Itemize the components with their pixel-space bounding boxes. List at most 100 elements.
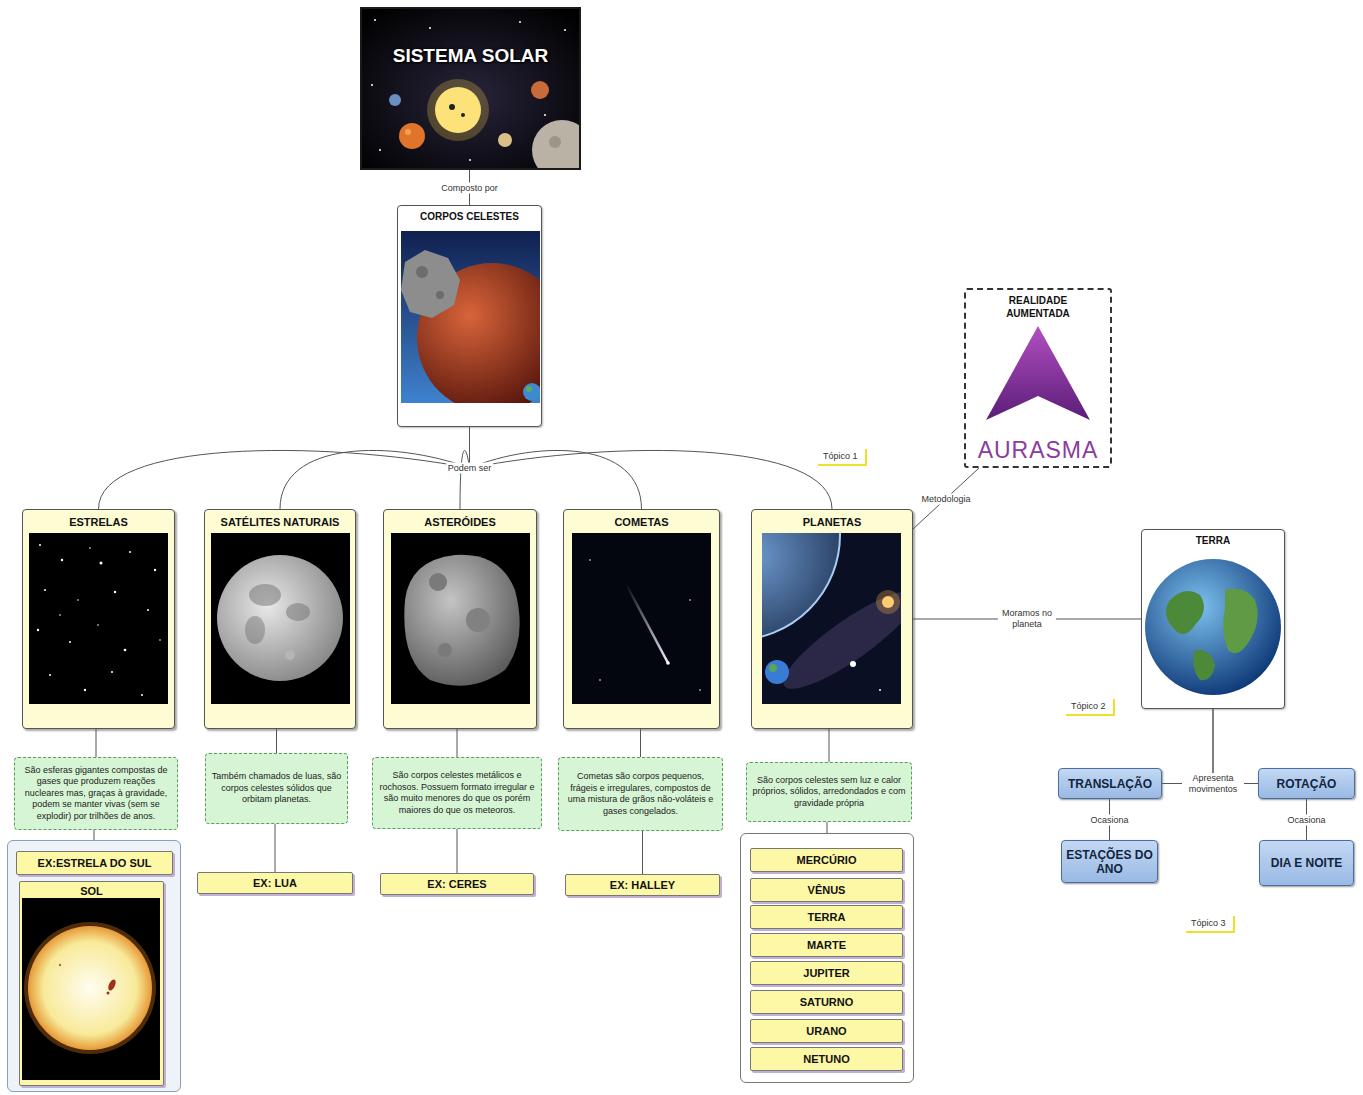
connector (470, 427, 642, 509)
comet-picture (572, 533, 711, 704)
connector-label: Metodologia (919, 493, 972, 504)
connector (642, 831, 643, 874)
description-text: São corpos celestes metálicos e rochosos… (378, 770, 536, 816)
solar-system-picture (549, 136, 561, 148)
connector (94, 830, 95, 840)
connector (276, 729, 277, 753)
sun-picture (24, 922, 156, 1054)
planets-picture (769, 664, 777, 672)
description-text: São esferas gigantes compostas de gases … (20, 765, 172, 823)
planets-picture (876, 590, 900, 614)
planet-name: URANO (806, 1025, 846, 1038)
aurasma-logo (986, 326, 1090, 420)
concept-box: DIA E NOITE (1259, 840, 1354, 886)
solar-system-picture (362, 9, 579, 168)
category-card: COMETAS (563, 509, 720, 729)
sun-picture (22, 898, 160, 1080)
category-card: ASTERÓIDES (383, 509, 537, 729)
stars-picture (100, 562, 103, 565)
stars-picture (124, 649, 127, 652)
description-box: São corpos celestes metálicos e rochosos… (372, 757, 542, 829)
comet-picture (589, 559, 591, 561)
image-box: CORPOS CELESTES (397, 205, 542, 427)
earth-globe-picture (1145, 559, 1281, 695)
earth-globe-picture (1223, 589, 1258, 654)
planets-picture (762, 533, 840, 640)
description-box: São esferas gigantes compostas de gases … (14, 757, 178, 830)
connector (457, 829, 458, 873)
category-card: SATÉLITES NATURAIS (204, 509, 356, 729)
solar-system-picture (362, 9, 579, 168)
comet-picture (689, 599, 691, 601)
celestial-bodies-picture (401, 231, 540, 403)
planet-name: SATURNO (800, 996, 854, 1009)
connector-label: Apresenta movimentos (1182, 773, 1244, 795)
solar-system-picture (531, 81, 549, 99)
planet-name: TERRA (808, 911, 846, 924)
example-box: EX: HALLEY (565, 874, 720, 896)
connector-label: Ocasiona (1088, 814, 1130, 825)
moon-picture (286, 603, 310, 621)
solar-system-picture (399, 123, 425, 149)
celestial-bodies-picture (436, 291, 444, 299)
comet-picture (572, 533, 711, 704)
comet-picture (666, 661, 670, 665)
topic-note: Tópico 1 (818, 449, 867, 466)
category-card: ESTRELAS (22, 509, 175, 729)
asteroid-picture (404, 555, 519, 686)
stars-picture (29, 533, 168, 704)
solar-system-picture (498, 133, 512, 147)
stars-picture (97, 624, 99, 626)
connector-label: Composto por (439, 182, 500, 193)
stars-picture (154, 569, 156, 571)
solar-system-picture (389, 94, 401, 106)
connector (275, 824, 276, 872)
description-text: Também chamados de luas, são corpos cele… (211, 771, 342, 806)
celestial-bodies-picture (523, 383, 540, 401)
card-title: SATÉLITES NATURAIS (221, 515, 340, 529)
stars-picture (44, 589, 46, 591)
concept-text: TRANSLAÇÃO (1068, 777, 1152, 791)
stars-picture (59, 614, 61, 616)
concept-text: ESTAÇÕES DO ANO (1066, 848, 1153, 876)
planet-box: NETUNO (750, 1047, 903, 1071)
method-box: REALIDADE AUMENTADAAURASMA (964, 288, 1112, 468)
moon-picture (249, 584, 281, 606)
solar-system-picture (449, 104, 455, 110)
asteroid-picture (438, 643, 452, 657)
solar-system-picture (405, 129, 411, 135)
planet-name: MERCÚRIO (797, 854, 857, 867)
connector (640, 729, 641, 757)
solar-system-picture (544, 114, 546, 116)
description-text: São corpos celestes sem luz e calor próp… (752, 775, 906, 810)
description-box: Também chamados de luas, são corpos cele… (205, 753, 348, 824)
stars-picture (84, 689, 86, 691)
planet-name: NETUNO (803, 1053, 849, 1066)
solar-system-picture (429, 27, 431, 29)
moon-picture (217, 555, 343, 681)
stars-picture (111, 671, 113, 673)
planet-box: VÊNUS (750, 878, 903, 902)
planet-name: VÊNUS (808, 884, 846, 897)
stars-picture (77, 599, 79, 601)
connector (99, 427, 470, 509)
diagram-title: SISTEMA SOLAR (393, 45, 549, 67)
stars-picture (147, 609, 149, 611)
aurasma-logo (986, 326, 1090, 420)
topic-note: Tópico 2 (1066, 699, 1115, 716)
connector (470, 427, 833, 509)
box-title: TERRA (1196, 534, 1230, 547)
solar-system-picture (371, 84, 373, 86)
planet-name: JUPITER (803, 967, 849, 980)
image-box: SOL (19, 881, 164, 1086)
connector-label: Moramos no planeta (998, 608, 1056, 630)
concept-box: ROTAÇÃO (1258, 768, 1355, 799)
box-title: CORPOS CELESTES (420, 210, 519, 223)
solar-system-picture (532, 120, 579, 168)
planet-box: MARTE (750, 933, 903, 957)
moon-picture (211, 533, 350, 704)
description-box: São corpos celestes sem luz e calor próp… (746, 762, 912, 822)
planets-picture (882, 596, 894, 608)
earth-globe-picture (1145, 559, 1281, 695)
